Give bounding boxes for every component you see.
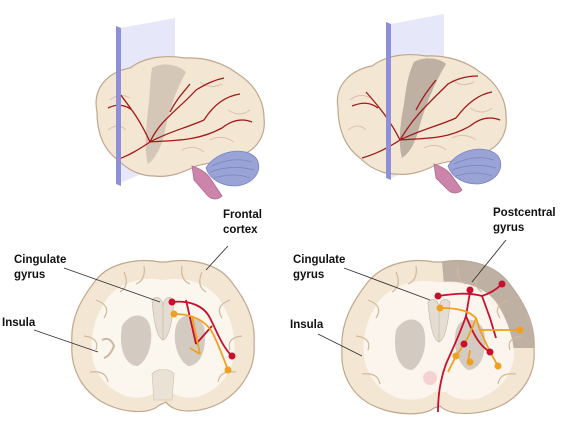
sulci-right bbox=[355, 265, 523, 385]
cerebellum-folia-left bbox=[209, 159, 255, 179]
lateral-brain-left bbox=[95, 18, 265, 200]
sulci-left bbox=[83, 265, 243, 383]
brainstem-left bbox=[191, 165, 223, 200]
deep-nuclei-left-l bbox=[120, 315, 152, 366]
label-insula-right-text: Insula bbox=[290, 319, 324, 331]
label-insula-left: Insula bbox=[2, 316, 35, 331]
coronal-section-right bbox=[341, 260, 535, 415]
pathway-orange-left bbox=[173, 313, 229, 371]
label-frontal-line2: cortex bbox=[223, 224, 258, 236]
coronal-section-left bbox=[71, 259, 255, 413]
pathway-red-right bbox=[437, 283, 503, 413]
label-postcentral-gyrus: Postcentral gyrus bbox=[493, 206, 556, 236]
cerebellum-right bbox=[447, 148, 502, 185]
leader-insula-left bbox=[33, 329, 99, 353]
label-frontal-cortex: Frontal cortex bbox=[223, 208, 262, 238]
orange-node-right-2 bbox=[516, 326, 524, 334]
label-cingulate-right: Cingulate gyrus bbox=[293, 253, 345, 283]
pink-spot-right bbox=[423, 371, 437, 385]
leader-frontal-left bbox=[205, 245, 229, 271]
red-node-right-4 bbox=[460, 340, 468, 348]
label-cingulate-left-line1: Cingulate bbox=[14, 254, 67, 266]
postcentral-region-right bbox=[442, 260, 534, 348]
label-postcentral-line2: gyrus bbox=[493, 222, 525, 234]
orange-node-right-5 bbox=[466, 358, 474, 366]
leader-postcentral-right bbox=[471, 239, 507, 283]
vessels-left bbox=[107, 77, 253, 161]
ventricles-right bbox=[427, 299, 451, 343]
ventricles-left bbox=[151, 297, 175, 341]
red-node-right-3 bbox=[498, 280, 506, 288]
red-node-left-1 bbox=[168, 298, 176, 306]
red-node-right-1 bbox=[434, 292, 442, 300]
lateral-brain-right bbox=[336, 14, 507, 194]
label-frontal-line1: Frontal bbox=[223, 209, 262, 221]
leader-cingulate-left bbox=[63, 267, 161, 303]
deep-nuclei-right-l bbox=[394, 319, 426, 370]
label-cingulate-right-line2: gyrus bbox=[293, 269, 325, 281]
cerebellum-left bbox=[205, 150, 260, 187]
label-postcentral-line1: Postcentral bbox=[493, 207, 556, 219]
leader-cingulate-right bbox=[343, 267, 431, 301]
insula-cortex-left bbox=[101, 337, 116, 359]
label-cingulate-left-line2: gyrus bbox=[14, 269, 46, 281]
orange-node-right-4 bbox=[494, 362, 502, 370]
label-insula-left-text: Insula bbox=[2, 317, 36, 329]
orange-node-left-2 bbox=[224, 366, 232, 374]
gyri-lines-right bbox=[347, 79, 493, 151]
leader-insula-right bbox=[317, 333, 363, 357]
vessels-right bbox=[351, 75, 501, 159]
label-cingulate-left: Cingulate gyrus bbox=[14, 253, 66, 283]
brainstem-section-left bbox=[151, 369, 175, 401]
cerebrum-left bbox=[95, 56, 265, 177]
red-node-right-2 bbox=[466, 286, 474, 294]
coronal-plane-left bbox=[116, 26, 121, 186]
orange-node-left-1 bbox=[170, 310, 178, 318]
label-insula-right: Insula bbox=[290, 318, 323, 333]
leader-lines bbox=[33, 239, 507, 357]
red-node-right-5 bbox=[486, 348, 494, 356]
orange-node-right-1 bbox=[436, 304, 444, 312]
red-node-left-2 bbox=[228, 352, 236, 360]
deep-nuclei-right-r bbox=[454, 319, 486, 370]
brainstem-right bbox=[433, 163, 463, 194]
highlight-region-right bbox=[399, 58, 446, 158]
cerebellum-folia-right bbox=[451, 157, 497, 177]
coronal-plane-right bbox=[386, 22, 391, 180]
orange-node-right-3 bbox=[452, 352, 460, 360]
label-cingulate-right-line1: Cingulate bbox=[293, 254, 346, 266]
